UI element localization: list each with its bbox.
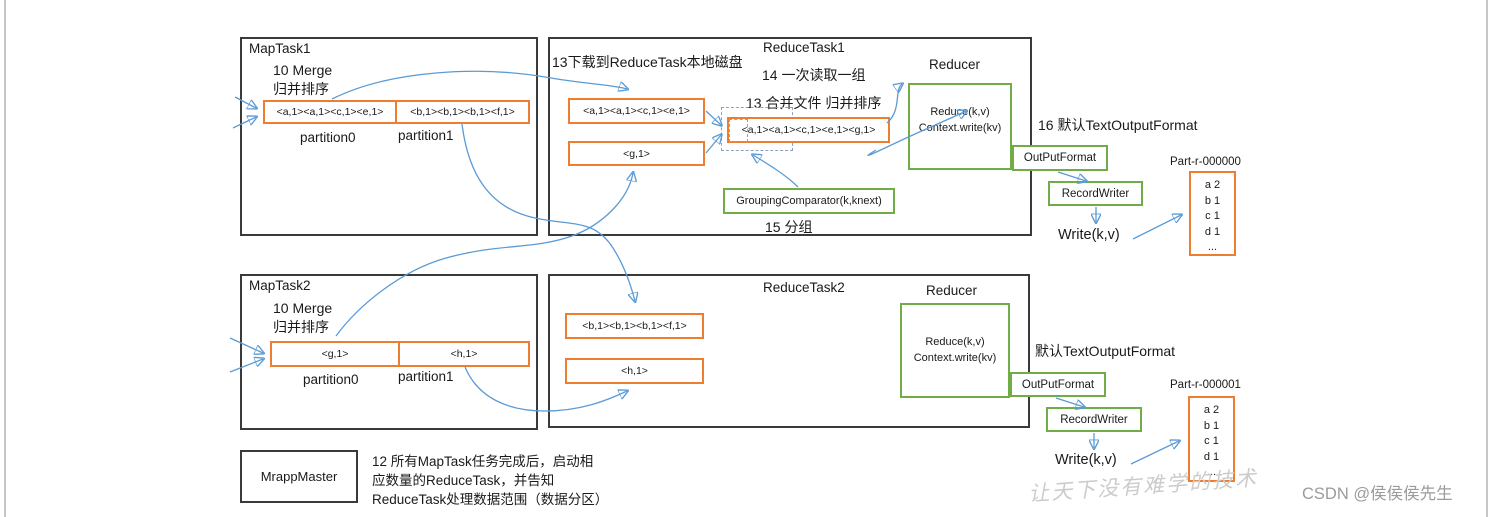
maptask1-partition1-label: partition1 (398, 128, 454, 143)
reducer2-part-label: Part-r-000001 (1170, 379, 1241, 391)
reducer1-part-file: a 2 b 1 c 1 d 1 ... (1189, 171, 1236, 256)
site-watermark: 让天下没有难学的技术 (1027, 467, 1259, 506)
maptask2-partition0-cell: <g,1> (270, 341, 400, 367)
part1-row: d 1 (1204, 225, 1221, 238)
part2-row: ... (1206, 466, 1217, 478)
part2-row: a 2 (1203, 404, 1220, 416)
reducetask1-download-label: 13下载到ReduceTask本地磁盘 (552, 54, 743, 70)
reducer2-outputformat-box: OutPutFormat (1010, 372, 1106, 397)
maptask1-sort-label: 归并排序 (273, 81, 329, 97)
mrappmaster-box: MrappMaster (240, 450, 358, 503)
reducetask2-file1: <b,1><b,1><b,1><f,1> (565, 313, 704, 339)
reducer1-write-label: Write(k,v) (1058, 227, 1120, 243)
part2-row: c 1 (1204, 435, 1219, 447)
maptask1-title: MapTask1 (249, 41, 311, 56)
mrappmaster-label: MrappMaster (260, 469, 338, 484)
reducetask1-file2: <g,1> (568, 141, 705, 166)
reducer2-title: Reducer (926, 283, 978, 298)
maptask1-partition0-label: partition0 (300, 130, 356, 145)
reducer1-part-label: Part-r-000000 (1170, 156, 1241, 168)
master-note-line: 应数量的ReduceTask，并告知 (372, 473, 555, 488)
part1-row: a 2 (1204, 179, 1221, 191)
reducetask1-title: ReduceTask1 (763, 40, 845, 55)
reducer1-recordwriter-box: RecordWriter (1048, 181, 1143, 206)
maptask1-partition0-cell: <a,1><a,1><c,1><e,1> (263, 100, 397, 124)
reducetask1-group-label: 15 分组 (765, 219, 813, 235)
reducetask2-title: ReduceTask2 (763, 280, 845, 295)
maptask2-partition0-label: partition0 (303, 372, 359, 387)
reducer1-title: Reducer (929, 57, 981, 72)
arrow-write2-to-partfile2 (1130, 441, 1179, 465)
reducer2-recordwriter-box: RecordWriter (1046, 407, 1142, 432)
reducer1-line1: Reduce(k,v) (930, 106, 990, 118)
part2-row: b 1 (1203, 419, 1220, 432)
right-page-edge (1486, 0, 1488, 517)
reducer2-line2: Context.write(kv) (913, 352, 997, 364)
maptask1-partition1-cell: <b,1><b,1><b,1><f,1> (395, 100, 530, 124)
part2-row: d 1 (1203, 450, 1220, 463)
reducetask1-merged-file: <a,1><a,1><c,1><e,1><g,1> (727, 117, 890, 143)
maptask2-partition1-cell: <h,1> (398, 341, 530, 367)
reducer1-outputformat-box: OutPutFormat (1012, 145, 1108, 171)
master-note-line: 12 所有MapTask任务完成后，启动相 (372, 454, 594, 469)
part1-row: ... (1207, 241, 1218, 253)
master-note-line: ReduceTask处理数据范围（数据分区） (372, 492, 609, 507)
reducer2-box (900, 303, 1010, 398)
maptask2-title: MapTask2 (249, 278, 311, 293)
part1-row: c 1 (1205, 210, 1220, 222)
reducer1-default-label: 16 默认TextOutputFormat (1038, 117, 1198, 133)
maptask2-merge-label: 10 Merge (273, 300, 333, 316)
key-selection-rect (729, 119, 748, 142)
arrow-write1-to-partfile1 (1132, 215, 1181, 240)
reducer2-default-label: 默认TextOutputFormat (1035, 343, 1176, 359)
part1-row: b 1 (1204, 194, 1221, 207)
maptask2-partition1-label: partition1 (398, 369, 454, 384)
left-page-edge (4, 0, 6, 517)
grouping-comparator-box: GroupingComparator(k,knext) (723, 188, 895, 214)
reducetask1-file1: <a,1><a,1><c,1><e,1> (568, 98, 705, 124)
master-note: 12 所有MapTask任务完成后，启动相 应数量的ReduceTask，并告知… (372, 452, 608, 509)
reducer2-write-label: Write(k,v) (1055, 452, 1117, 468)
reducer2-line1: Reduce(k,v) (925, 336, 985, 348)
maptask2-sort-label: 归并排序 (273, 319, 329, 335)
reducer2-part-file: a 2 b 1 c 1 d 1 ... (1188, 396, 1235, 482)
reducetask2-file2: <h,1> (565, 358, 704, 384)
reducer1-line2: Context.write(kv) (918, 122, 1002, 134)
reducetask2-box (548, 274, 1030, 428)
arrow-opf2-to-rw2 (1055, 397, 1084, 407)
reducetask1-read-label: 14 一次读取一组 (762, 67, 866, 83)
csdn-watermark: CSDN @侯侯侯先生 (1302, 485, 1453, 503)
maptask1-merge-label: 10 Merge (273, 62, 333, 78)
arrow-opf1-to-rw1 (1057, 171, 1086, 181)
